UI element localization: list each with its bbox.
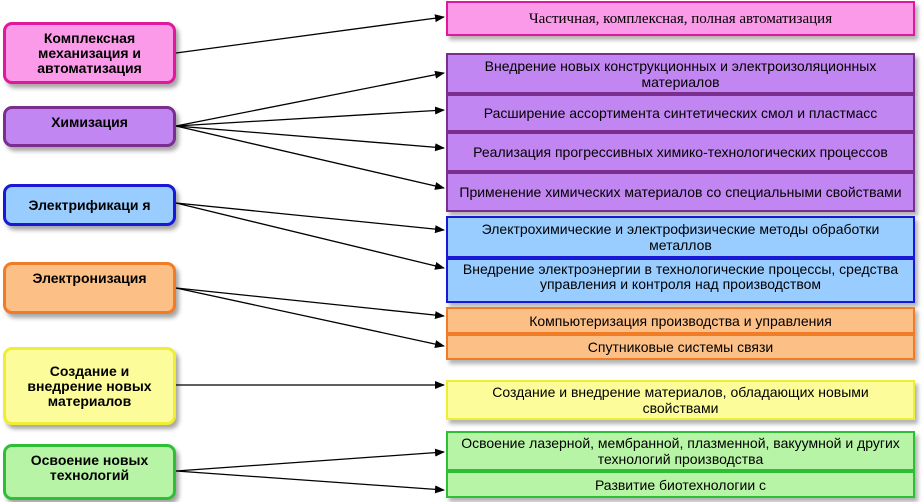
- category-chemization: Химизация: [3, 106, 176, 147]
- category-mechanization-label: Комплексная механизация и автоматизация: [37, 29, 142, 76]
- category-materials-label: Создание и внедрение новых материалов: [27, 362, 152, 409]
- detail-electrification-1: Электрохимические и электрофизические ме…: [446, 216, 915, 258]
- category-electronization: Электронизация: [3, 262, 176, 314]
- category-electronization-label: Электронизация: [32, 270, 147, 286]
- arrow-chemization-4: [175, 125, 445, 190]
- detail-materials-1: Создание и внедрение материалов, обладаю…: [446, 380, 915, 420]
- arrow-chemization-3: [175, 125, 445, 152]
- detail-technologies-1: Освоение лазерной, мембранной, плазменно…: [446, 431, 915, 471]
- category-materials: Создание и внедрение новых материалов: [3, 347, 176, 425]
- detail-electronization-2-text: Спутниковые системы связи: [587, 339, 774, 355]
- detail-chemization-4-text: Применение химических материалов со спец…: [459, 184, 902, 200]
- category-chemization-label: Химизация: [51, 114, 128, 130]
- detail-technologies-2: Развитие биотехнологии с: [446, 471, 915, 498]
- arrow-technologies-1: [175, 448, 445, 472]
- detail-automation: Частичная, комплексная, полная автоматиз…: [446, 1, 915, 36]
- detail-chemization-3: Реализация прогрессивных химико-технолог…: [446, 132, 915, 172]
- detail-electronization-1-text: Компьютеризация производства и управлени…: [529, 312, 832, 329]
- category-technologies: Освоение новых технологий: [3, 444, 176, 500]
- arrow-electrification-1: [175, 202, 445, 234]
- arrow-electronization-1: [175, 287, 445, 320]
- arrow-technologies-2: [175, 470, 445, 494]
- detail-materials-1-text: Создание и внедрение материалов, обладаю…: [492, 384, 869, 416]
- detail-electrification-1-text: Электрохимические и электрофизические ме…: [481, 221, 880, 253]
- category-electrification-label: Электрификаци я: [28, 196, 151, 213]
- detail-electronization-2: Спутниковые системы связи: [446, 334, 915, 360]
- detail-chemization-1-text: Внедрение новых конструкционных и электр…: [484, 57, 877, 90]
- arrow-chemization-1: [175, 70, 445, 127]
- category-technologies-label: Освоение новых технологий: [30, 452, 149, 483]
- detail-electrification-2-text: Внедрение электроэнергии в технологическ…: [462, 261, 899, 292]
- detail-technologies-1-text: Освоение лазерной, мембранной, плазменно…: [461, 435, 900, 467]
- detail-chemization-3-text: Реализация прогрессивных химико-технолог…: [473, 144, 888, 160]
- detail-electrification-2: Внедрение электроэнергии в технологическ…: [446, 258, 915, 303]
- arrow-electronization-2: [175, 287, 445, 349]
- arrow-electrification-2: [175, 202, 445, 270]
- detail-chemization-4: Применение химических материалов со спец…: [446, 172, 915, 212]
- detail-electronization-1: Компьютеризация производства и управлени…: [446, 307, 915, 334]
- detail-chemization-2-text: Расширение ассортимента синтетических см…: [483, 105, 878, 121]
- arrow-mechanization-automation: [175, 14, 445, 54]
- detail-automation-text: Частичная, комплексная, полная автоматиз…: [528, 10, 833, 27]
- category-electrification: Электрификаци я: [3, 184, 176, 226]
- detail-chemization-1: Внедрение новых конструкционных и электр…: [446, 53, 915, 94]
- arrow-chemization-2: [175, 106, 445, 127]
- detail-technologies-2-text: Развитие биотехнологии с: [594, 476, 767, 493]
- category-mechanization: Комплексная механизация и автоматизация: [3, 22, 176, 84]
- detail-chemization-2: Расширение ассортимента синтетических см…: [446, 94, 915, 132]
